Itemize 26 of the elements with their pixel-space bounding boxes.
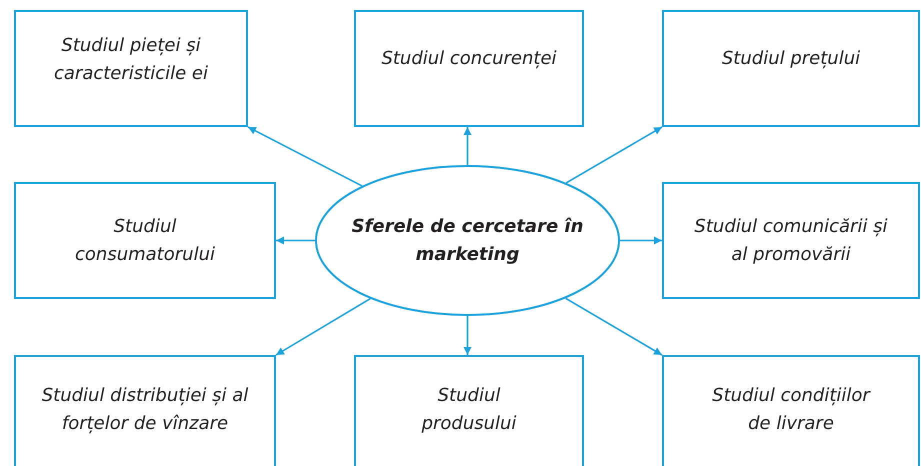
- arrow: [276, 298, 371, 356]
- topic-box: [14, 10, 248, 127]
- arrow: [464, 127, 472, 165]
- topic-text: Studiul comunicării și al promovării: [694, 214, 888, 266]
- topic-text: Studiul concurenței: [381, 46, 557, 71]
- arrow: [248, 126, 362, 187]
- topic-box: [662, 10, 920, 127]
- arrow: [620, 236, 662, 244]
- arrow: [464, 316, 472, 355]
- topic-box: [662, 182, 920, 299]
- topic-box: [14, 182, 276, 299]
- arrow: [565, 298, 662, 356]
- topic-text: Studiul produsului: [420, 384, 518, 436]
- topic-text: Studiul consumatorului: [74, 214, 216, 266]
- arrow: [276, 236, 315, 244]
- topic-box: [662, 355, 920, 466]
- central-topic-text: Sferele de cercetare în marketing: [350, 214, 584, 266]
- topic-text: Studiul condițiilor de livrare: [711, 384, 872, 436]
- topic-ellipse: [315, 165, 620, 316]
- topic-text: Studiul prețului: [722, 46, 860, 71]
- topic-text: Studiul distribuției și al forțelor de vînzare: [40, 384, 250, 436]
- topic-box: [14, 355, 276, 466]
- arrow: [566, 126, 662, 184]
- topic-text: Studiul pieței și caracteristicile ei: [53, 34, 209, 86]
- topic-box: [354, 10, 584, 127]
- topic-box: [354, 355, 584, 466]
